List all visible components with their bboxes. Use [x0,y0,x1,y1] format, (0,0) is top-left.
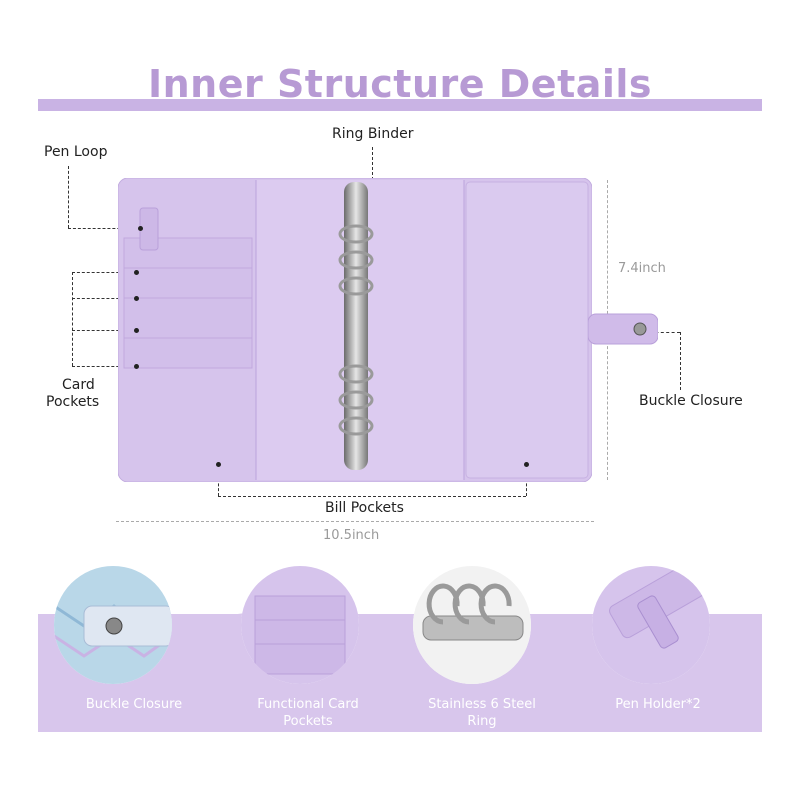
feature-thumb-steel-ring [413,566,531,684]
card-pocket-leader-2 [72,298,134,299]
card-pocket-leader-3 [72,330,134,331]
card-pocket-dot-4 [134,364,139,369]
ring-binder-leader [372,147,373,185]
buckle-closure-leader-horizontal [650,332,680,333]
feature-band-wave [38,612,762,630]
width-dimension-line [116,521,594,522]
card-pocket-leader-1 [72,272,134,273]
feature-label-card-pockets-line2: Pockets [283,714,333,729]
bill-pocket-dot-right [524,462,529,467]
pen-loop-leader-horizontal [68,228,140,229]
card-pockets-label-line2: Pockets [46,394,100,410]
feature-label-steel-ring-line1: Stainless 6 Steel [428,697,536,712]
page-title: Inner Structure Details [147,62,653,106]
bill-pockets-label: Bill Pockets [325,500,404,516]
buckle-strap-illustration [588,313,658,345]
feature-label-pen-holder: Pen Holder*2 [615,697,701,712]
ring-binder-label: Ring Binder [332,126,414,142]
width-dimension-label: 10.5inch [323,528,380,543]
pen-loop-dot [138,226,143,231]
buckle-closure-label: Buckle Closure [639,393,743,409]
bill-pocket-dot-left [216,462,221,467]
binder-illustration [118,178,592,482]
feature-thumb-pen-holder [592,566,710,684]
feature-label-steel-ring-line2: Ring [467,714,497,729]
card-pocket-dot-3 [134,328,139,333]
card-pocket-leader-4 [72,366,134,367]
pen-loop-label: Pen Loop [44,144,108,160]
card-pocket-dot-1 [134,270,139,275]
title-underline-bar [38,99,762,111]
card-pockets-leader-vertical [72,272,73,366]
height-dimension-label: 7.4inch [618,261,666,276]
buckle-closure-leader-vertical [680,332,681,390]
feature-label-card-pockets-line1: Functional Card [257,697,359,712]
bill-pockets-leader-horizontal [218,496,526,497]
feature-thumb-buckle-closure [54,566,172,684]
feature-label-buckle-closure: Buckle Closure [85,697,183,712]
feature-thumb-card-pockets [241,566,359,684]
card-pocket-dot-2 [134,296,139,301]
pen-loop-leader-vertical [68,166,69,228]
card-pockets-label-line1: Card [62,377,95,393]
